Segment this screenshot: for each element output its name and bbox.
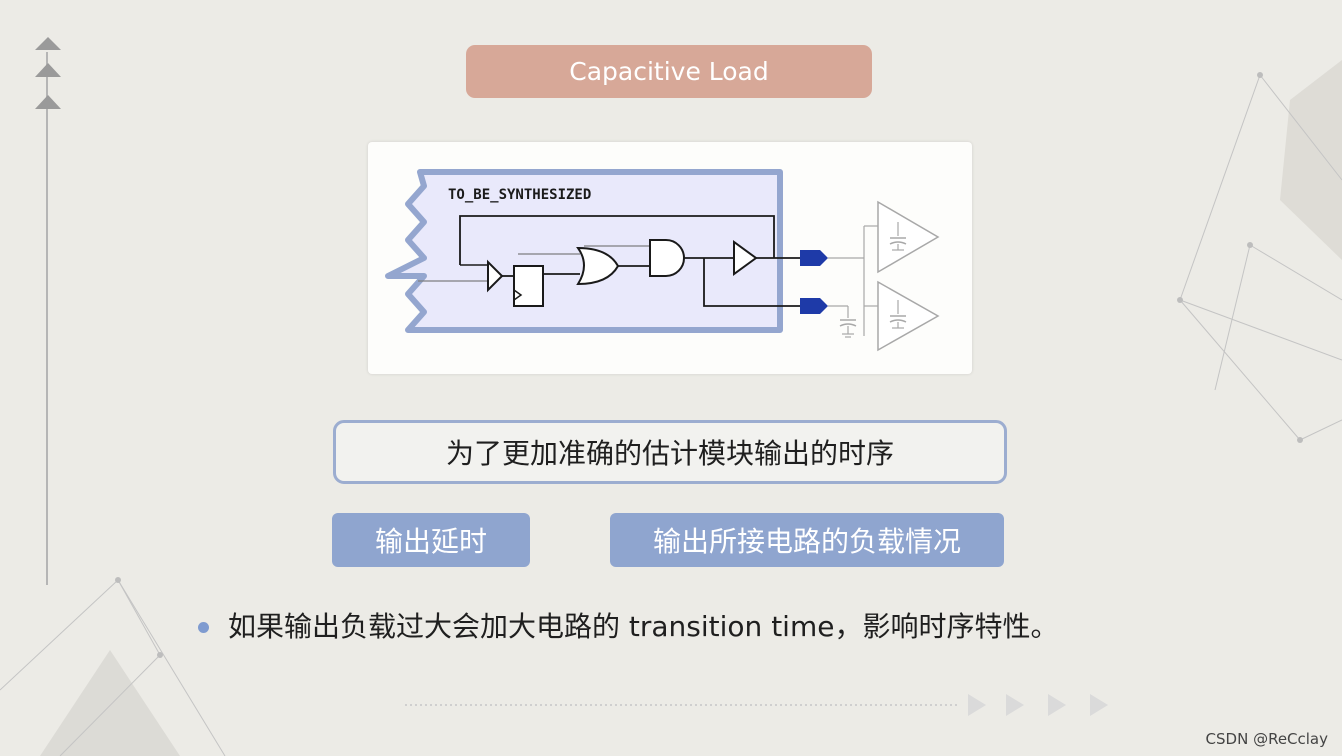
right-arrow-icon bbox=[1006, 694, 1024, 716]
tag-output-load-text: 输出所接电路的负载情况 bbox=[652, 525, 961, 558]
bullet-text: 如果输出负载过大会加大电路的 transition time，影响时序特性。 bbox=[228, 610, 1059, 643]
up-arrow-icon bbox=[35, 37, 61, 50]
output-port-1 bbox=[800, 250, 828, 266]
load-buffer-1 bbox=[877, 200, 940, 274]
heading-box: 为了更加准确的估计模块输出的时序 bbox=[333, 420, 1007, 484]
heading-text: 为了更加准确的估计模块输出的时序 bbox=[445, 437, 894, 470]
load-buffer-2 bbox=[877, 280, 940, 352]
output-port-2 bbox=[800, 298, 828, 314]
slide-title-text: Capacitive Load bbox=[569, 57, 769, 86]
tag-output-load: 输出所接电路的负载情况 bbox=[610, 513, 1004, 567]
watermark: CSDN @ReCclay bbox=[1205, 730, 1328, 748]
right-arrow-icon bbox=[1048, 694, 1066, 716]
decor-polygon bbox=[1280, 60, 1342, 260]
slide-title: Capacitive Load bbox=[466, 45, 872, 98]
tag-output-delay: 输出延时 bbox=[332, 513, 530, 567]
up-arrow-icon bbox=[35, 95, 61, 109]
bullet-dot bbox=[198, 622, 209, 633]
right-arrow-icon bbox=[968, 694, 986, 716]
block-label: TO_BE_SYNTHESIZED bbox=[448, 187, 591, 203]
input-buffer bbox=[487, 259, 504, 293]
and-gate bbox=[649, 239, 685, 277]
circuit-diagram: TO_BE_SYNTHESIZED bbox=[385, 169, 940, 352]
or-gate bbox=[576, 246, 620, 286]
output-buffer bbox=[733, 240, 758, 276]
decor-triangle bbox=[40, 650, 180, 756]
circuit-figure: TO_BE_SYNTHESIZED bbox=[368, 142, 972, 374]
flip-flop bbox=[513, 265, 544, 307]
tag-output-delay-text: 输出延时 bbox=[374, 525, 487, 558]
up-arrow-icon bbox=[35, 63, 61, 77]
right-arrow-icon bbox=[1090, 694, 1108, 716]
